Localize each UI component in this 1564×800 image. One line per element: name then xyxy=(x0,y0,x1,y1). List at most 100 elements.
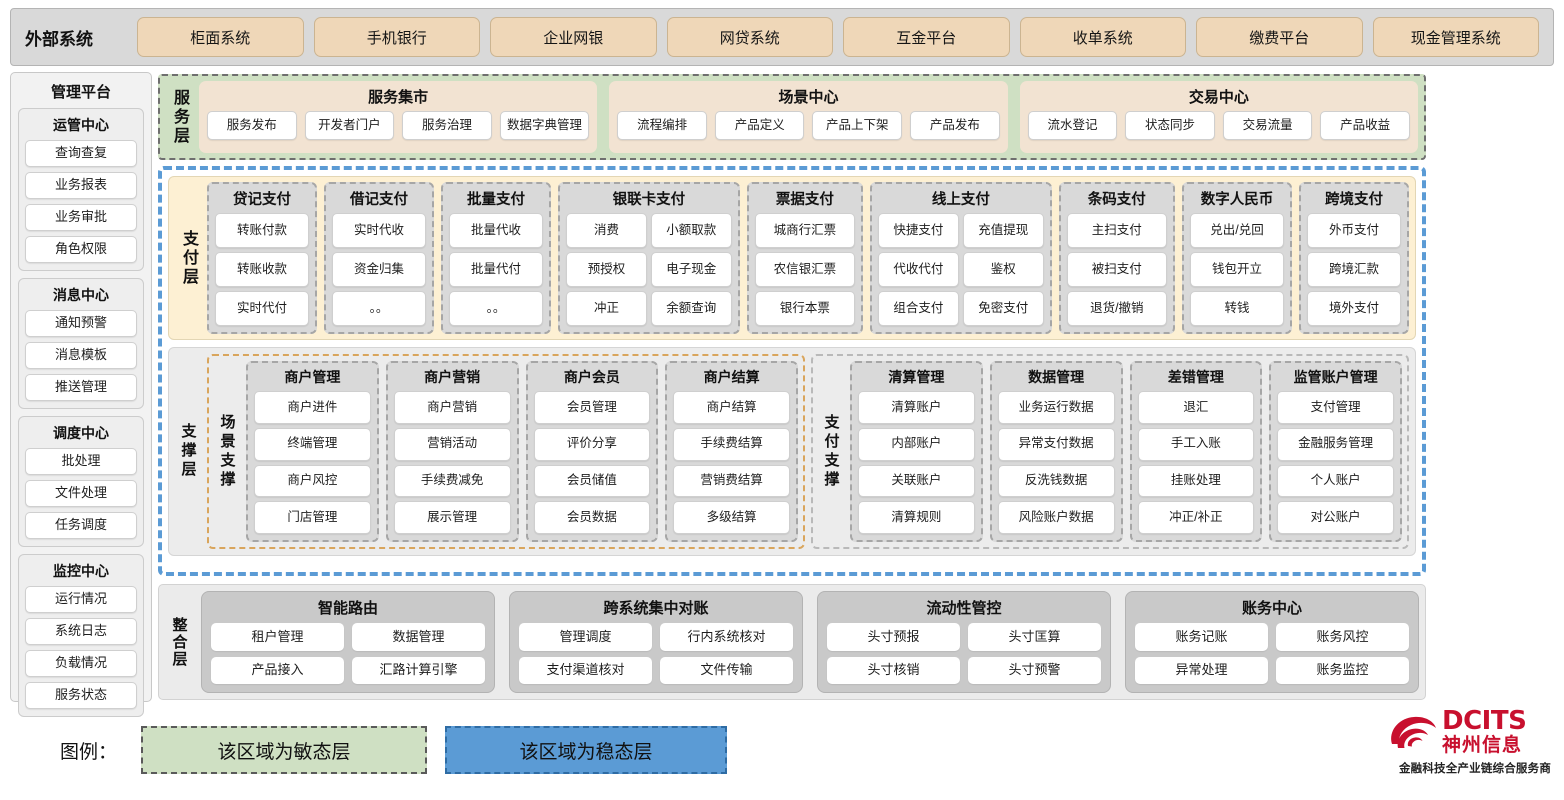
payment-item[interactable]: 。。 xyxy=(332,291,427,326)
management-item[interactable]: 推送管理 xyxy=(25,374,137,401)
payment-item[interactable]: 退货/撤销 xyxy=(1066,291,1167,326)
support-item[interactable]: 商户结算 xyxy=(673,391,790,424)
integration-item[interactable]: 账务监控 xyxy=(1276,656,1409,684)
integration-item[interactable]: 管理调度 xyxy=(519,623,652,651)
support-item[interactable]: 异常支付数据 xyxy=(997,427,1115,461)
integration-item[interactable]: 头寸预报 xyxy=(827,623,960,651)
integration-item[interactable]: 头寸预警 xyxy=(968,656,1101,684)
support-item[interactable]: 内部账户 xyxy=(858,427,975,461)
integration-item[interactable]: 汇路计算引擎 xyxy=(352,656,485,684)
management-item[interactable]: 系统日志 xyxy=(25,618,137,645)
management-item[interactable]: 批处理 xyxy=(25,448,137,475)
management-item[interactable]: 文件处理 xyxy=(25,480,137,507)
support-item[interactable]: 多级结算 xyxy=(673,501,790,534)
support-item[interactable]: 门店管理 xyxy=(254,501,371,534)
management-item[interactable]: 业务报表 xyxy=(25,172,137,199)
service-item[interactable]: 流水登记 xyxy=(1027,111,1118,140)
management-item[interactable]: 任务调度 xyxy=(25,512,137,539)
support-item[interactable]: 金融服务管理 xyxy=(1277,427,1394,461)
external-system-chip[interactable]: 互金平台 xyxy=(843,17,1010,57)
support-item[interactable]: 冲正/补正 xyxy=(1137,501,1255,534)
support-item[interactable]: 清算规则 xyxy=(858,501,975,534)
support-item[interactable]: 手续费结算 xyxy=(673,427,790,461)
integration-item[interactable]: 数据管理 xyxy=(352,623,485,651)
payment-item[interactable]: 境外支付 xyxy=(1306,291,1401,326)
support-item[interactable]: 对公账户 xyxy=(1277,501,1394,534)
service-item[interactable]: 流程编排 xyxy=(617,111,707,140)
integration-item[interactable]: 头寸核销 xyxy=(827,656,960,684)
integration-item[interactable]: 支付渠道核对 xyxy=(519,656,652,684)
payment-item[interactable]: 实时代收 xyxy=(332,213,427,248)
external-system-chip[interactable]: 网贷系统 xyxy=(666,17,833,57)
integration-item[interactable]: 账务记账 xyxy=(1135,623,1268,651)
support-item[interactable]: 业务运行数据 xyxy=(997,391,1115,424)
payment-item[interactable]: 组合支付 xyxy=(878,291,959,326)
integration-item[interactable]: 租户管理 xyxy=(211,623,344,651)
service-item[interactable]: 数据字典管理 xyxy=(499,111,590,140)
payment-item[interactable]: 转钱 xyxy=(1189,291,1284,326)
support-item[interactable]: 商户进件 xyxy=(254,391,371,424)
payment-item[interactable]: 兑出/兑回 xyxy=(1189,213,1284,248)
support-item[interactable]: 关联账户 xyxy=(858,464,975,498)
service-item[interactable]: 状态同步 xyxy=(1125,111,1215,140)
support-item[interactable]: 营销费结算 xyxy=(673,464,790,498)
payment-item[interactable]: 银行本票 xyxy=(754,291,855,326)
support-item[interactable]: 挂账处理 xyxy=(1137,464,1255,498)
payment-item[interactable]: 快捷支付 xyxy=(878,213,959,248)
payment-item[interactable]: 冲正 xyxy=(566,291,647,326)
payment-item[interactable]: 代收代付 xyxy=(878,252,959,287)
integration-item[interactable]: 产品接入 xyxy=(211,656,344,684)
support-item[interactable]: 个人账户 xyxy=(1277,464,1394,498)
payment-item[interactable]: 跨境汇款 xyxy=(1306,252,1401,287)
support-item[interactable]: 商户营销 xyxy=(393,391,511,424)
integration-item[interactable]: 行内系统核对 xyxy=(660,623,793,651)
external-system-chip[interactable]: 手机银行 xyxy=(313,17,480,57)
service-item[interactable]: 服务治理 xyxy=(402,111,492,140)
management-item[interactable]: 业务审批 xyxy=(25,204,137,231)
support-item[interactable]: 清算账户 xyxy=(858,391,975,424)
external-system-chip[interactable]: 收单系统 xyxy=(1019,17,1186,57)
payment-item[interactable]: 资金归集 xyxy=(332,252,427,287)
support-item[interactable]: 终端管理 xyxy=(254,427,371,461)
payment-item[interactable]: 钱包开立 xyxy=(1189,252,1284,287)
integration-item[interactable]: 账务风控 xyxy=(1276,623,1409,651)
payment-item[interactable]: 消费 xyxy=(566,213,647,248)
payment-item[interactable]: 鉴权 xyxy=(962,252,1044,287)
support-item[interactable]: 会员数据 xyxy=(533,501,651,534)
payment-item[interactable]: 免密支付 xyxy=(962,291,1044,326)
management-item[interactable]: 查询查复 xyxy=(25,140,137,167)
support-item[interactable]: 反洗钱数据 xyxy=(997,464,1115,498)
payment-item[interactable]: 批量代收 xyxy=(449,213,544,248)
integration-item[interactable]: 文件传输 xyxy=(660,656,793,684)
integration-item[interactable]: 异常处理 xyxy=(1135,656,1268,684)
service-item[interactable]: 交易流量 xyxy=(1222,111,1313,140)
support-item[interactable]: 退汇 xyxy=(1137,391,1255,424)
service-item[interactable]: 服务发布 xyxy=(207,111,297,140)
integration-item[interactable]: 头寸匡算 xyxy=(968,623,1101,651)
management-item[interactable]: 消息模板 xyxy=(25,342,137,369)
payment-item[interactable]: 主扫支付 xyxy=(1066,213,1167,248)
payment-item[interactable]: 预授权 xyxy=(566,252,647,287)
payment-item[interactable]: 余额查询 xyxy=(650,291,732,326)
support-item[interactable]: 展示管理 xyxy=(393,501,511,534)
payment-item[interactable]: 外币支付 xyxy=(1306,213,1401,248)
management-item[interactable]: 服务状态 xyxy=(25,682,137,709)
payment-item[interactable]: 被扫支付 xyxy=(1066,252,1167,287)
support-item[interactable]: 会员管理 xyxy=(533,391,651,424)
support-item[interactable]: 商户风控 xyxy=(254,464,371,498)
payment-item[interactable]: 转账收款 xyxy=(215,252,310,287)
service-item[interactable]: 产品收益 xyxy=(1320,111,1410,140)
payment-item[interactable]: 转账付款 xyxy=(215,213,310,248)
payment-item[interactable]: 小额取款 xyxy=(650,213,732,248)
support-item[interactable]: 评价分享 xyxy=(533,427,651,461)
support-item[interactable]: 手工入账 xyxy=(1137,427,1255,461)
service-item[interactable]: 产品发布 xyxy=(910,111,1000,140)
management-item[interactable]: 运行情况 xyxy=(25,586,137,613)
payment-item[interactable]: 实时代付 xyxy=(215,291,310,326)
external-system-chip[interactable]: 缴费平台 xyxy=(1196,17,1363,57)
service-item[interactable]: 产品上下架 xyxy=(812,111,903,140)
service-item[interactable]: 产品定义 xyxy=(714,111,805,140)
support-item[interactable]: 手续费减免 xyxy=(393,464,511,498)
external-system-chip[interactable]: 现金管理系统 xyxy=(1372,17,1539,57)
external-system-chip[interactable]: 柜面系统 xyxy=(137,17,304,57)
